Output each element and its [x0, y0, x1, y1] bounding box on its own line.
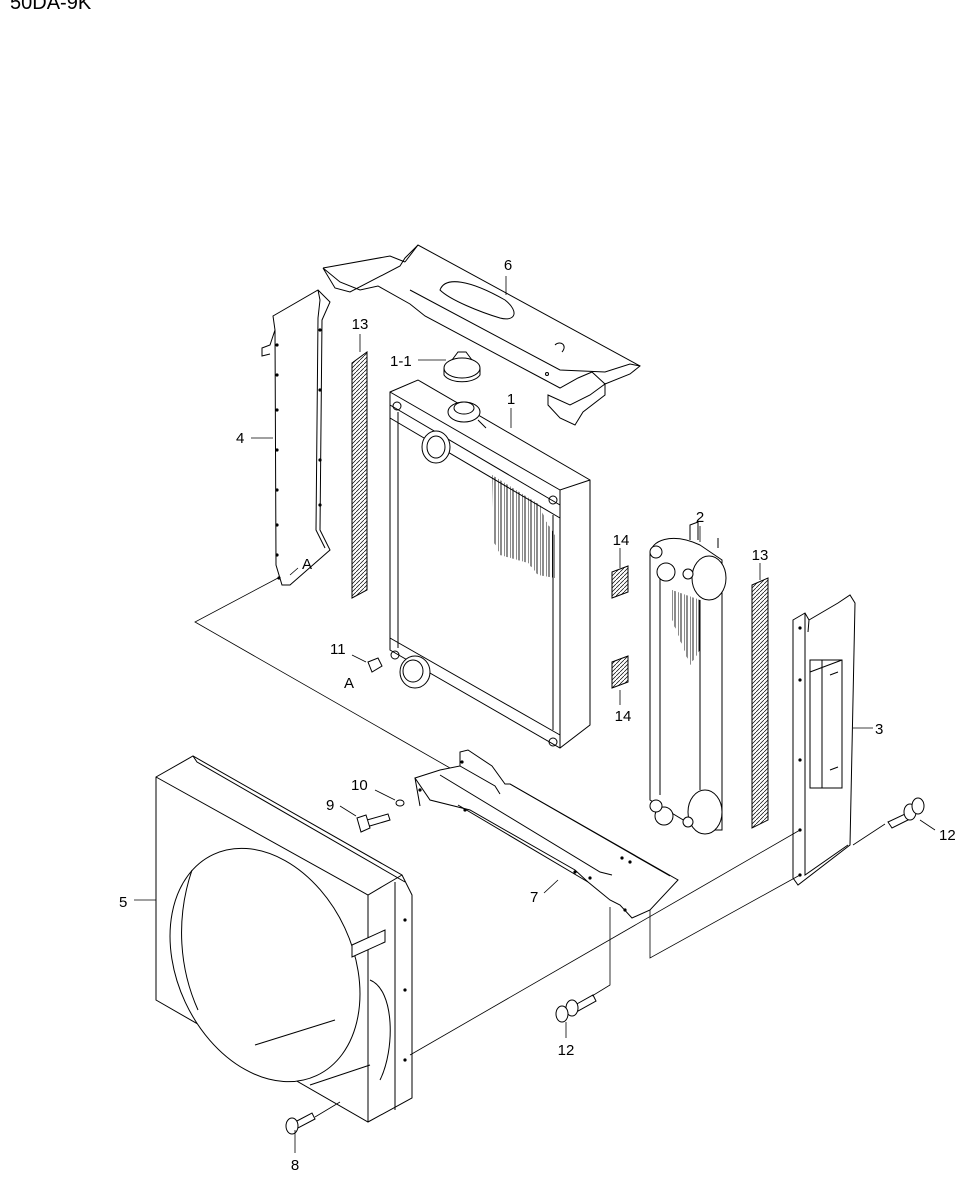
top-bracket-part-6: [322, 244, 641, 426]
drain-plug-part-11: [367, 657, 383, 673]
callout-14-upper: 14: [613, 532, 630, 549]
diagram-title: 50DA-9K: [10, 0, 92, 14]
callout-12-right: 12: [939, 827, 956, 844]
oil-cooler-part-2: [649, 521, 727, 835]
bottom-bracket-part-7: [414, 749, 679, 919]
left-side-plate-part-4: [261, 289, 331, 586]
callout-labels: 6 13 1-1 1 4 2 14 13 A 11 A 14 3 10 9 12…: [119, 257, 956, 1174]
bolt-part-8: [285, 1112, 316, 1135]
callout-4: 4: [236, 430, 244, 447]
radiator-part-1: [389, 379, 591, 749]
bolt-part-12-right: [887, 797, 925, 829]
callout-11: 11: [330, 641, 346, 658]
callout-10: 10: [351, 777, 368, 794]
bolt-part-9: [356, 813, 391, 833]
callout-2: 2: [696, 509, 704, 526]
callout-13-left: 13: [352, 316, 369, 333]
leader-lines: [134, 276, 936, 1153]
right-side-plate-part-3: [792, 594, 856, 886]
pad-part-14-upper: [611, 565, 629, 599]
washer-part-10: [395, 799, 405, 807]
callout-13-right: 13: [752, 547, 769, 564]
reference-a-lower: A: [344, 675, 354, 692]
callout-3: 3: [875, 721, 883, 738]
reference-a-upper: A: [302, 556, 312, 573]
seal-strip-part-13-left: [351, 351, 368, 599]
radiator-cap-part-1-1: [443, 351, 481, 383]
fan-shroud-part-5: [155, 755, 413, 1123]
callout-9: 9: [326, 797, 334, 814]
callout-6: 6: [504, 257, 512, 274]
bolt-part-12-bottom: [555, 994, 597, 1023]
assembly-guide-lines: [194, 567, 886, 1118]
callout-5: 5: [119, 894, 127, 911]
pad-part-14-lower: [611, 655, 629, 689]
callout-8: 8: [291, 1157, 299, 1174]
callout-14-lower: 14: [615, 708, 632, 725]
callout-12-bottom: 12: [558, 1042, 575, 1059]
callout-7: 7: [530, 889, 538, 906]
seal-strip-part-13-right: [751, 577, 769, 829]
callout-1: 1: [507, 391, 515, 408]
callout-1-1: 1-1: [390, 353, 412, 370]
